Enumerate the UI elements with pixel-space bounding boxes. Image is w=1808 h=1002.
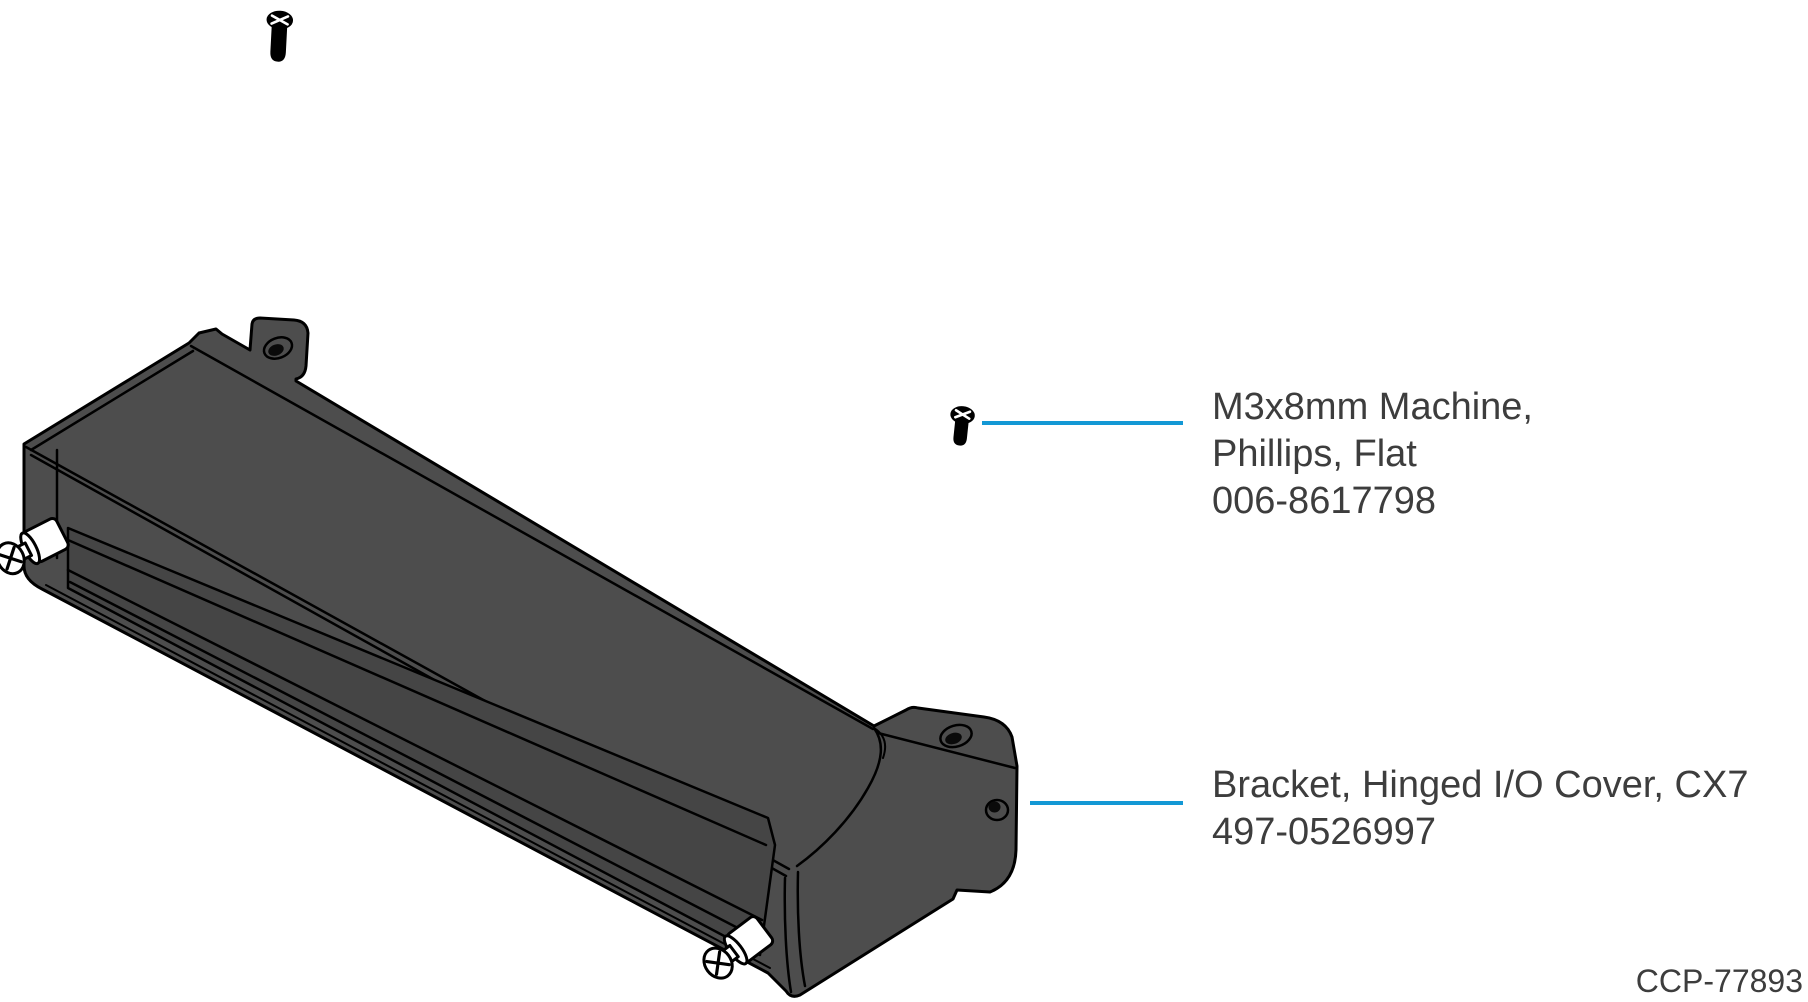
captive-thumbscrew-bottom xyxy=(702,915,775,980)
door-bottom-edge xyxy=(45,584,771,969)
callout-bracket-part-number: 497-0526997 xyxy=(1212,811,1436,853)
machine-screw-callout xyxy=(950,406,975,446)
bracket-silhouette xyxy=(22,316,1019,998)
callout-screw-part-number: 006-8617798 xyxy=(1212,480,1436,522)
block-top-edge xyxy=(876,731,1017,770)
mounting-tab-hole-left xyxy=(262,336,294,360)
captive-thumbscrew-left xyxy=(0,516,70,576)
io-channel-lines xyxy=(66,538,768,942)
left-top-chamfer-edge xyxy=(29,349,195,452)
hinge-curve xyxy=(795,726,883,868)
callout-screw-line-1: M3x8mm Machine, xyxy=(1212,386,1533,428)
end-face-screw xyxy=(984,798,1010,822)
block-corner-edges xyxy=(783,870,807,994)
callout-screw-label: M3x8mm Machine, Phillips, Flat 006-86177… xyxy=(1212,384,1533,525)
back-edge xyxy=(189,344,875,731)
callout-bracket-label: Bracket, Hinged I/O Cover, CX7 497-05269… xyxy=(1212,762,1748,856)
mounting-tab-hole-right xyxy=(939,723,973,749)
machine-screw-top xyxy=(266,10,294,62)
bracket-illustration xyxy=(22,316,1019,998)
figure-code: CCP-77893 xyxy=(1635,963,1803,999)
io-channel xyxy=(66,526,777,957)
callout-screw-line-2: Phillips, Flat xyxy=(1212,433,1417,475)
hinge-curl xyxy=(873,727,887,759)
callout-bracket-line-1: Bracket, Hinged I/O Cover, CX7 xyxy=(1212,764,1749,806)
